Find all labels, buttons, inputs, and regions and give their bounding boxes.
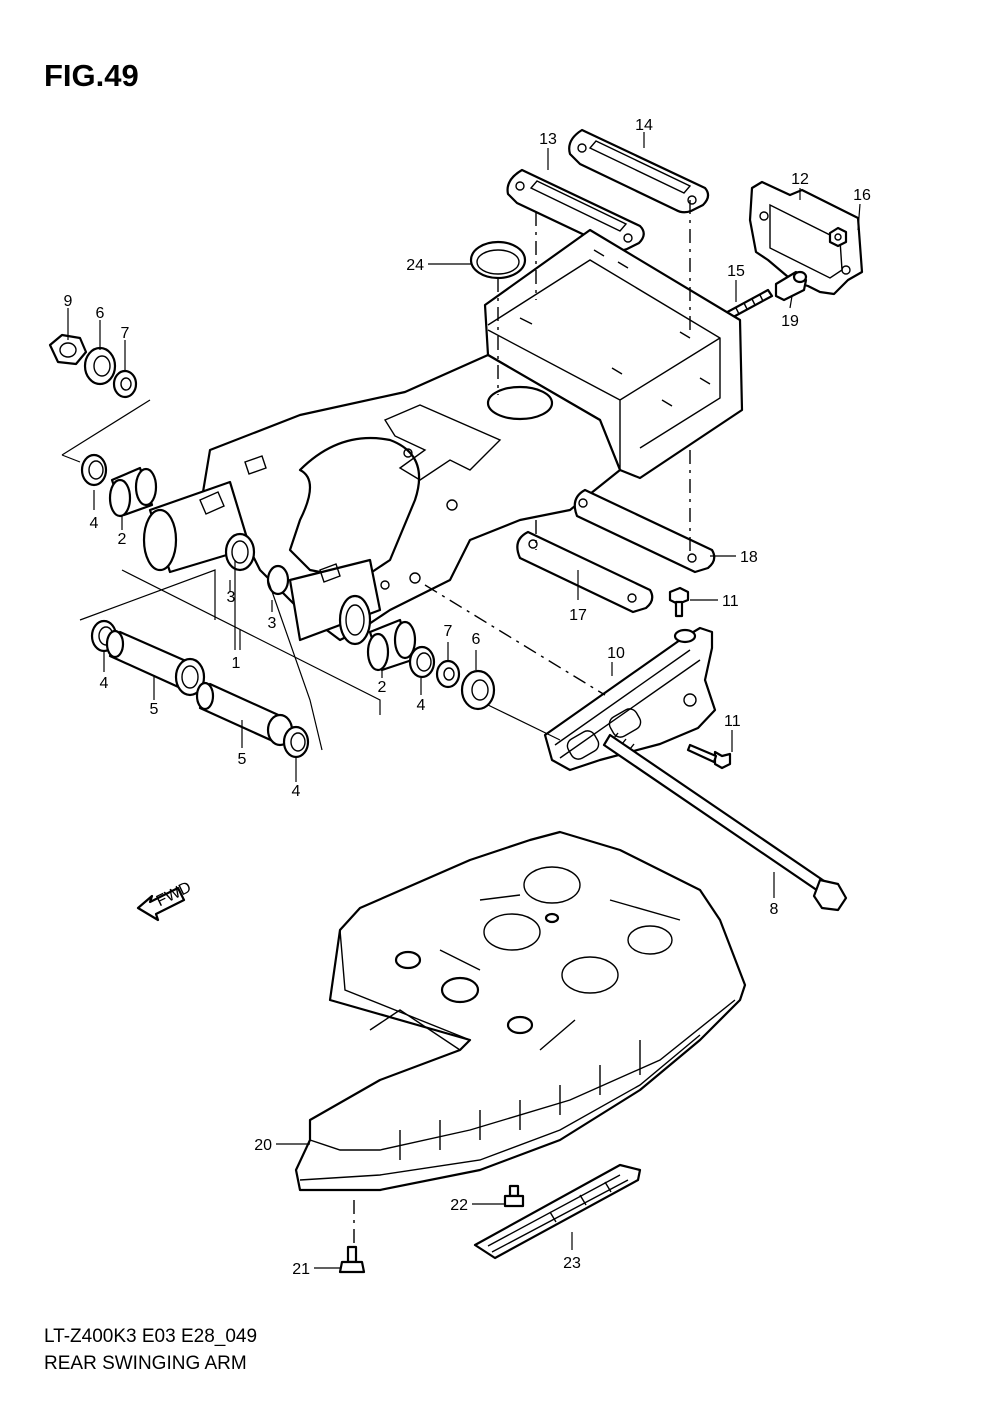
part-23-guard — [473, 1163, 642, 1260]
callout-12: 12 — [791, 171, 809, 188]
callout-1: 1 — [232, 655, 241, 672]
callout-15: 15 — [727, 263, 745, 280]
part-12-plate — [748, 180, 864, 296]
callout-3-left: 3 — [227, 589, 236, 606]
part-16-nut — [828, 226, 848, 248]
callout-4-upper: 4 — [90, 515, 99, 532]
callout-21: 21 — [292, 1261, 310, 1278]
callout-17: 17 — [569, 607, 587, 624]
part-5-sleeve-upper — [105, 629, 206, 697]
part-22-bolt — [503, 1184, 525, 1208]
callout-4-right: 4 — [417, 697, 426, 714]
callout-2-left: 2 — [118, 531, 127, 548]
part-11-bolt-upper — [668, 586, 690, 618]
callout-18: 18 — [740, 549, 758, 566]
part-19-bushing — [774, 270, 808, 302]
callout-7-right: 7 — [444, 623, 453, 640]
part-4-seal-lower — [282, 725, 310, 759]
callout-13: 13 — [539, 131, 557, 148]
part-2-bearing-left — [108, 466, 158, 518]
callout-6-left: 6 — [96, 305, 105, 322]
part-6-washer-right — [460, 669, 496, 711]
callout-11-lower: 11 — [724, 713, 741, 730]
callout-10: 10 — [607, 645, 625, 662]
callout-labels: 1 2 2 3 3 4 4 4 4 5 5 6 6 7 7 8 9 10 11 … — [64, 117, 871, 1278]
figure-title: FIG.49 — [44, 58, 139, 93]
part-21-bolt — [338, 1245, 366, 1274]
part-14-plate — [568, 128, 710, 214]
part-17-plate — [516, 530, 654, 614]
footer-figure-name: REAR SWINGING ARM — [44, 1353, 247, 1374]
callout-5-lower: 5 — [238, 751, 247, 768]
part-11-bolt-lower — [686, 743, 732, 770]
callout-2-right: 2 — [378, 679, 387, 696]
part-5-sleeve-lower — [195, 681, 294, 747]
part-4-seal-right — [408, 645, 436, 679]
fwd-arrow-icon: FWD — [136, 879, 194, 922]
callout-6-right: 6 — [472, 631, 481, 648]
part-10-bracket — [543, 626, 717, 772]
swing-arm-frame — [142, 228, 744, 646]
callout-5-upper: 5 — [150, 701, 159, 718]
leader-lines — [67, 132, 861, 1269]
part-24-grommet — [469, 240, 527, 280]
assembly-lines — [61, 200, 691, 1245]
callout-3-right: 3 — [268, 615, 277, 632]
part-20-skid-plate — [294, 830, 747, 1192]
part-7-washer-right — [435, 659, 461, 689]
callout-7-left: 7 — [121, 325, 130, 342]
footer-model-code: LT-Z400K3 E03 E28_049 — [44, 1326, 258, 1347]
part-7-washer-left — [112, 369, 138, 399]
part-9-nut — [48, 333, 88, 366]
part-2-bearing-right — [366, 618, 417, 672]
callout-11-upper: 11 — [722, 593, 739, 610]
part-8-pivot-bolt — [602, 732, 848, 912]
part-6-washer-left — [83, 346, 117, 386]
part-18-plate — [573, 488, 716, 574]
callout-23: 23 — [563, 1255, 581, 1272]
callout-22: 22 — [450, 1197, 468, 1214]
callout-9: 9 — [64, 293, 73, 310]
callout-16: 16 — [853, 187, 871, 204]
callout-4-lower: 4 — [292, 783, 301, 800]
callout-24: 24 — [406, 257, 424, 274]
callout-14: 14 — [635, 117, 653, 134]
part-4-seal-upper — [80, 453, 108, 487]
callout-19: 19 — [781, 313, 799, 330]
callout-20: 20 — [254, 1137, 272, 1154]
callout-8: 8 — [770, 901, 779, 918]
callout-4-mid: 4 — [100, 675, 109, 692]
